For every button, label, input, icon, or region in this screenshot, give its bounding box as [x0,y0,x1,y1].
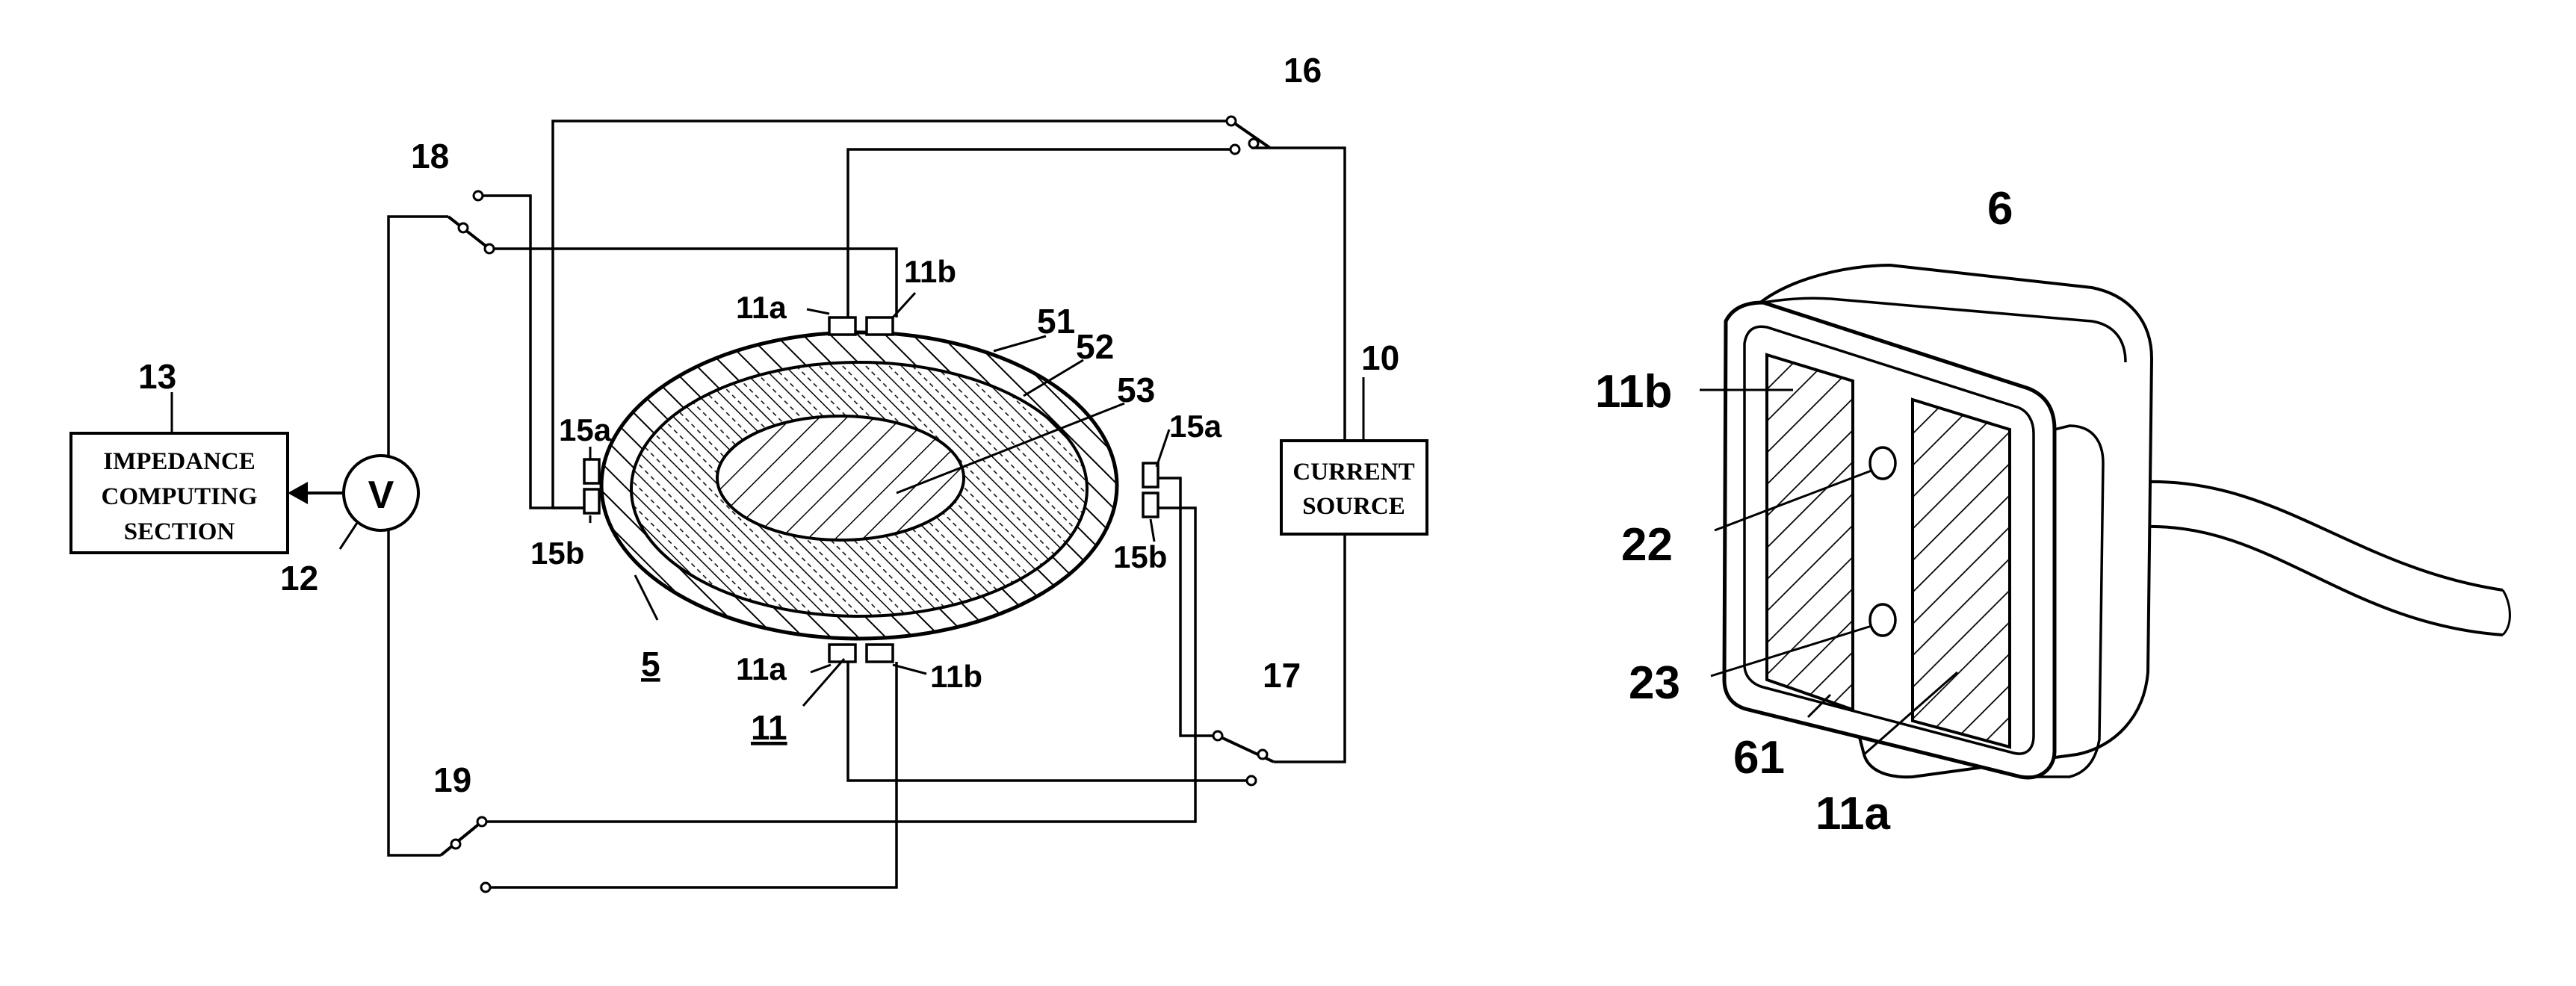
voltmeter-12: V [288,456,418,530]
pad-11b [1767,355,1853,710]
label-16: 16 [1284,51,1322,90]
electrode-device-6 [1724,265,2510,778]
label-right-15b: 15b [1113,539,1167,574]
current-box-line1: CURRENT [1292,459,1414,486]
label-top-11b: 11b [904,254,956,289]
label-6: 6 [1987,183,2013,235]
left-electrode-15a [584,459,599,483]
bottom-electrode-11a [829,645,855,662]
top-electrode-11a [829,317,855,335]
label-22: 22 [1621,519,1673,571]
label-13: 13 [138,357,176,396]
switch-19 [441,817,490,892]
switch-18 [448,191,494,253]
label-12: 12 [280,559,318,598]
cable [2144,482,2503,590]
cable-lower [2144,527,2503,635]
impedance-box-line3: SECTION [124,518,235,545]
label-5: 5 [641,645,660,683]
right-electrode-15a [1143,463,1158,487]
label-17: 17 [1263,656,1301,695]
label-11: 11 [751,708,787,747]
label-top-11a: 11a [736,290,787,325]
label-10: 10 [1361,338,1399,377]
pad-11a [1913,400,2010,747]
label-right-15a: 15a [1169,409,1222,444]
label-52: 52 [1076,327,1114,366]
label-left-15a: 15a [559,412,612,447]
cable-end [2503,590,2510,635]
right-electrode-15b [1143,493,1158,517]
current-source: CURRENT SOURCE [1281,441,1427,534]
hole-23 [1870,604,1895,636]
left-electrode-15b [584,489,599,513]
label-bottom-11b: 11b [930,659,982,694]
label-23: 23 [1629,657,1680,709]
inner-layer-53-hatch [717,416,964,540]
label-device-11a: 11a [1815,788,1891,840]
label-left-15b: 15b [530,536,584,571]
impedance-box-line1: IMPEDANCE [103,448,256,475]
voltmeter-symbol: V [368,474,394,517]
top-electrode-11b [867,317,893,335]
label-53: 53 [1117,370,1155,409]
arrow-head [288,482,308,504]
hole-22 [1870,447,1895,479]
impedance-computing-section: IMPEDANCE COMPUTING SECTION [71,433,288,553]
impedance-box-line2: COMPUTING [102,483,258,510]
bottom-electrode-11b [867,645,893,662]
label-bottom-11a: 11a [736,651,787,686]
body-cross-section [601,332,1117,639]
label-51: 51 [1037,302,1075,341]
current-box-line2: SOURCE [1302,493,1405,520]
label-18: 18 [411,137,449,176]
switch-17 [1213,731,1274,785]
label-61: 61 [1733,732,1785,784]
label-19: 19 [433,760,471,799]
label-device-11b: 11b [1595,366,1672,418]
